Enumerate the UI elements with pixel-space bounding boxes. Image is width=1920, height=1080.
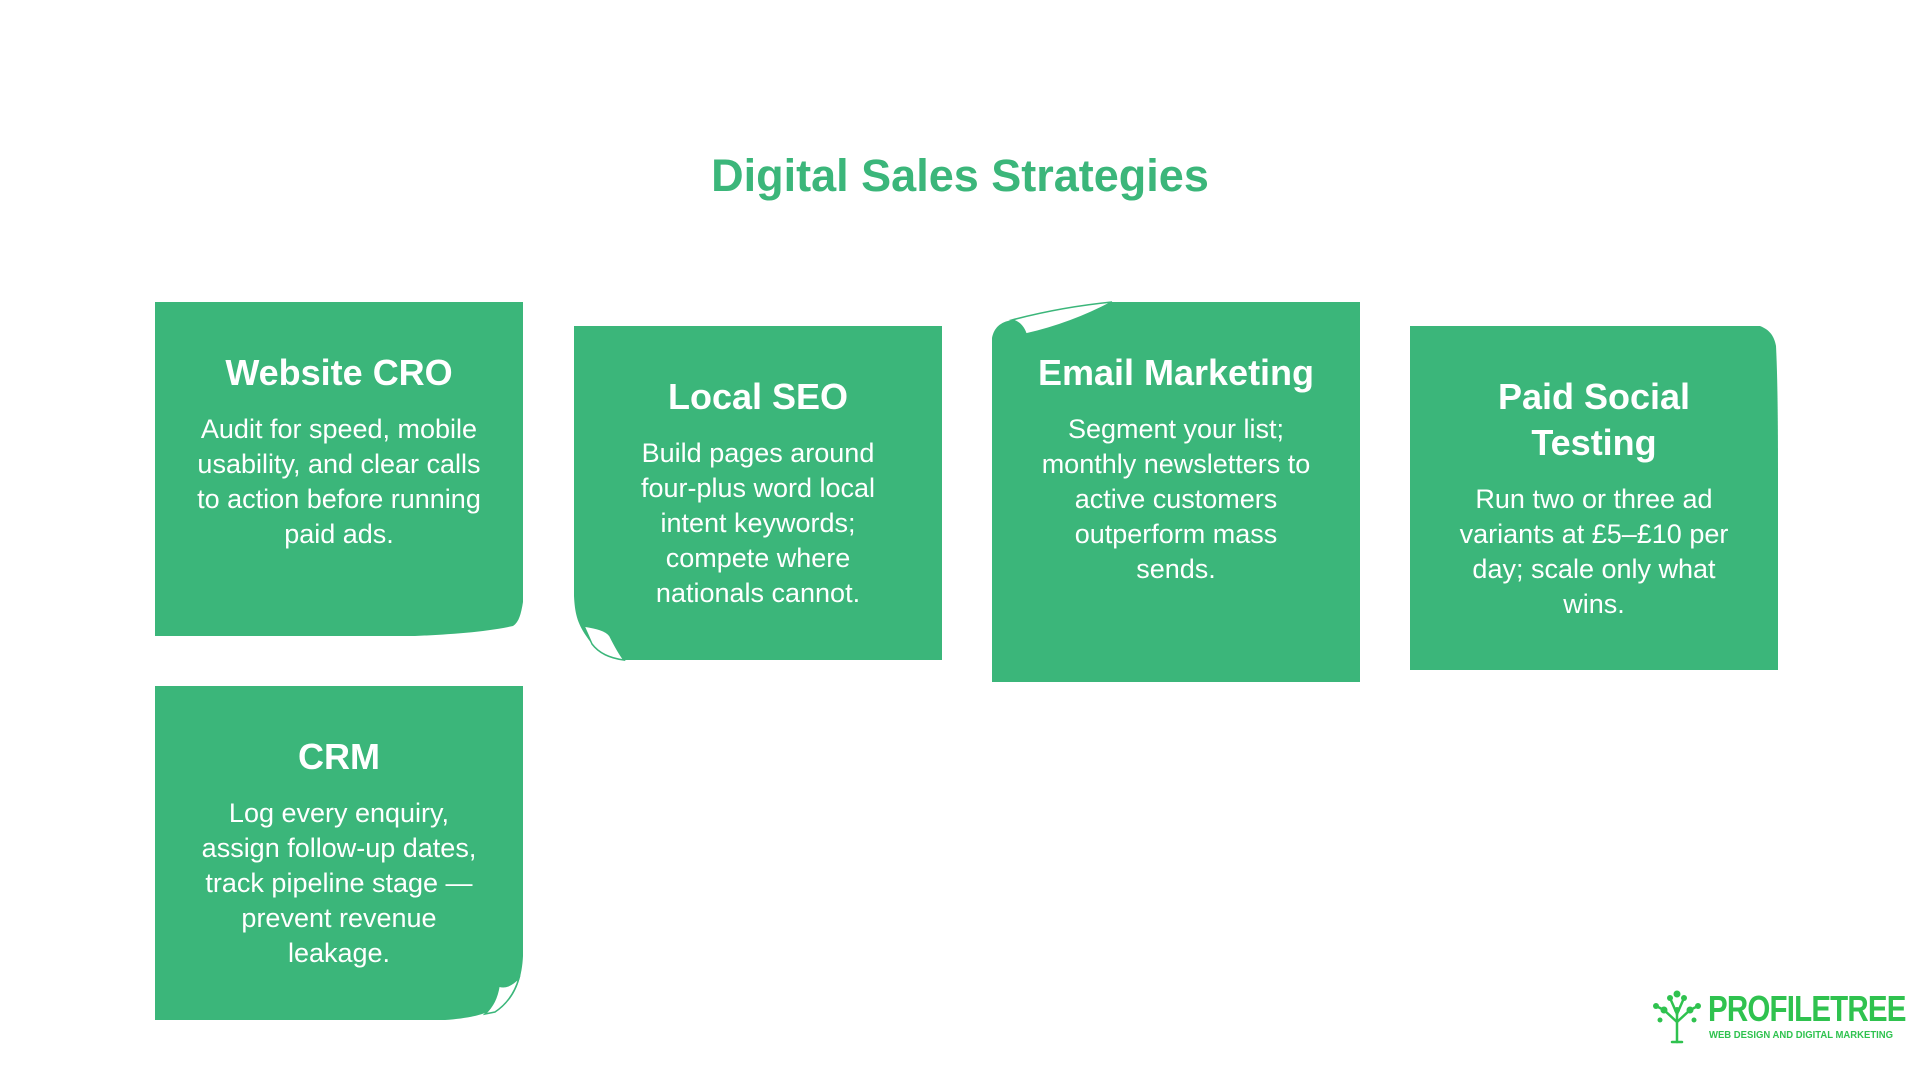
logo-name: PROFILETREE [1708,988,1906,1029]
card-background [155,302,523,636]
card-paid-social-testing: Paid Social Testing Run two or three ad … [1410,326,1778,670]
page-curl [482,975,521,1016]
card-background [992,301,1360,682]
page-curl [582,625,626,661]
page-curl [1009,301,1113,335]
card-background [574,326,942,661]
card-title: Website CRO [225,352,453,393]
card-email-marketing: Email Marketing Segment your list; month… [992,301,1360,682]
card-title: Local SEO [667,376,849,417]
card-text: Build pages around four-plus word local … [640,438,876,608]
card-text: Run two or three ad variants at £5–£10 p… [1459,484,1729,619]
card-text: Segment your list; monthly newsletters t… [1041,414,1311,584]
card-text: Log every enquiry, assign follow-up date… [201,798,477,968]
card-background [1410,326,1778,670]
card-local-seo: Local SEO Build pages around four-plus w… [574,326,942,661]
card-website-cro: Website CRO Audit for speed, mobile usab… [155,302,523,636]
card-title: Email Marketing [1037,352,1315,393]
card-title: Paid Social Testing [1497,376,1691,463]
page-title: Digital Sales Strategies [711,150,1209,201]
card-text: Audit for speed, mobile usability, and c… [197,414,481,549]
card-crm: CRM Log every enquiry, assign follow-up … [155,686,523,1020]
tree-icon [1653,990,1701,1044]
logo-tagline: WEB DESIGN AND DIGITAL MARKETING [1709,1030,1894,1041]
card-title: CRM [298,736,380,777]
card-background [155,686,523,1020]
profiletree-logo: PROFILETREE WEB DESIGN AND DIGITAL MARKE… [1652,988,1914,1048]
